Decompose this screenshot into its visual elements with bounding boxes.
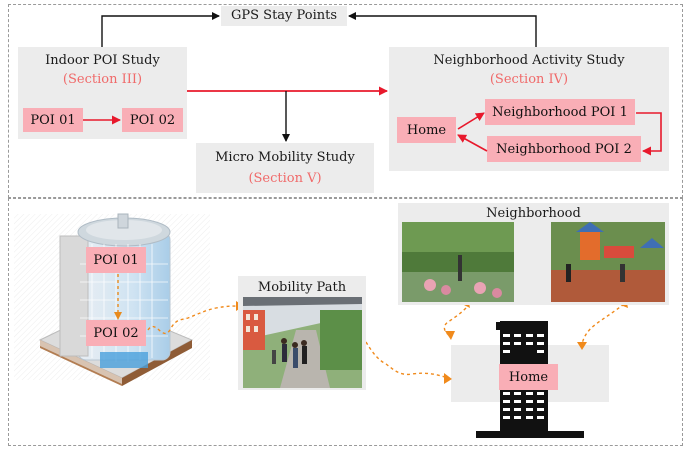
indoor-building-illustration [14, 213, 210, 386]
building-poi-02: POI 02 [86, 320, 146, 346]
mobility-path-photo [238, 276, 366, 390]
neighborhood-label: Neighborhood [486, 206, 581, 221]
neighborhood-poi-2: Neighborhood POI 2 [487, 136, 641, 162]
arrow-home-to-npoi1 [457, 112, 485, 130]
micro-section-label: (Section V) [248, 171, 322, 186]
micro-mobility-title: Micro Mobility Study [215, 150, 355, 165]
bottom-home-node: Home [499, 364, 558, 390]
gps-stay-points-label: GPS Stay Points [221, 6, 347, 26]
indoor-poi-study-title: Indoor POI Study [45, 53, 160, 68]
neighborhood-poi-1: Neighborhood POI 1 [485, 99, 635, 125]
top-frame [8, 4, 683, 198]
indoor-section-label: (Section III) [62, 72, 143, 87]
indoor-poi-02: POI 02 [122, 108, 183, 132]
arrow-npoi1-to-npoi2 [636, 112, 662, 156]
arrow-neighborhood-to-gps [348, 12, 537, 47]
neighborhood-photos [398, 203, 669, 305]
mobility-path-label: Mobility Path [257, 280, 347, 295]
bottom-frame [8, 198, 683, 446]
neighborhood-activity-title: Neighborhood Activity Study [433, 53, 625, 68]
neighborhood-section-label: (Section IV) [489, 72, 569, 87]
indoor-poi-01: POI 01 [23, 108, 83, 132]
building-poi-01: POI 01 [86, 247, 146, 273]
arrow-indoor-to-gps [101, 12, 220, 47]
arrow-npoi2-to-home [457, 134, 488, 152]
top-home-node: Home [397, 117, 456, 143]
micro-mobility-study-box: Micro Mobility Study (Section V) [196, 143, 374, 193]
indoor-poi-study-box: Indoor POI Study (Section III) POI 01 PO… [18, 47, 187, 139]
neighborhood-activity-study-box: Neighborhood Activity Study (Section IV)… [389, 47, 669, 171]
